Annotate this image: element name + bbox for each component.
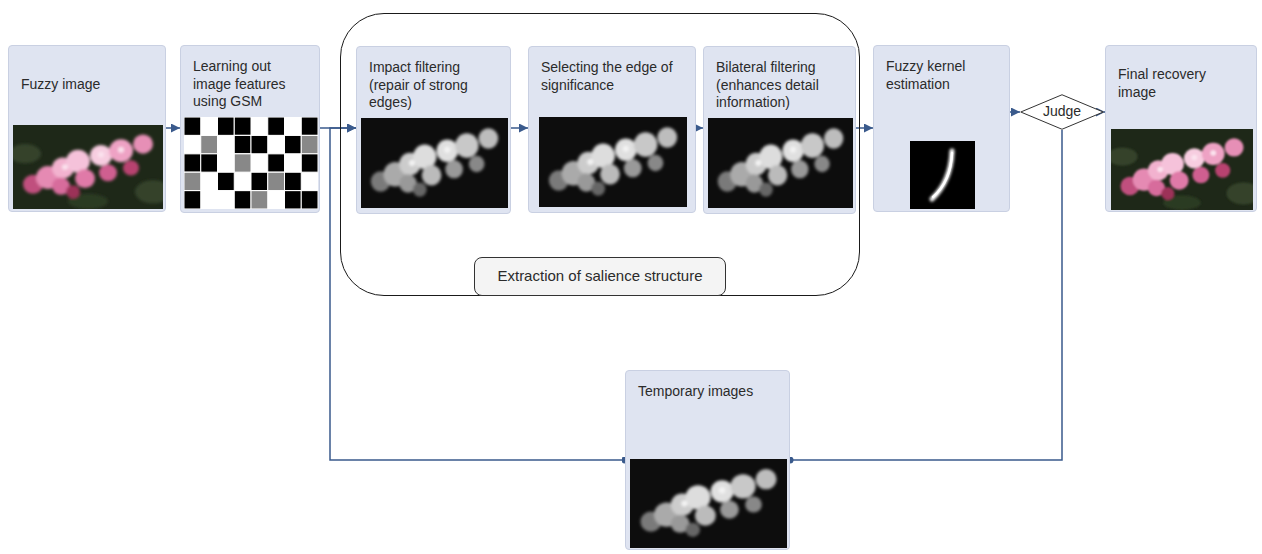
feature-patches [184,117,318,209]
box-label: Fuzzy image [9,76,165,94]
process-box: Learning out image features using GSM [180,45,320,213]
gray-photo [708,118,853,208]
process-box: Bilateral filtering (enhances detail inf… [703,46,856,214]
restored-photo [1111,129,1253,210]
group-outline: Extraction of salience structure Impact f… [340,13,860,296]
output-box: Final recovery image [1105,45,1257,212]
flow-arrow [166,127,180,129]
group-label: Extraction of salience structure [474,257,725,296]
gray-photo [630,459,787,548]
input-box: Fuzzy image [8,45,166,212]
flow-arrow [1010,111,1020,113]
box-label: Final recovery image [1106,66,1256,101]
kernel-image [910,141,975,209]
process-box: Impact filtering (repair of strong edges… [356,46,511,214]
flow-arrow [511,127,528,129]
box-label: Learning out image features using GSM [181,58,319,111]
blurred-photo [13,125,163,209]
decision-diamond: Judge [1020,94,1104,130]
temp-box: Temporary images [625,370,790,550]
diamond-outline [1021,95,1104,130]
box-label: Fuzzy kernel estimation [874,58,1009,93]
flow-arrow [856,127,873,129]
box-label: Selecting the edge of significance [529,59,695,94]
process-box: Selecting the edge of significance [528,46,696,213]
flow-arrow [696,127,703,129]
gray-photo [539,117,687,207]
gray-photo [361,118,508,208]
decision-label: Judge [1043,103,1081,121]
box-label: Temporary images [626,383,789,401]
process-box: Fuzzy kernel estimation [873,45,1010,212]
box-label: Impact filtering (repair of strong edges… [357,59,510,112]
box-label: Bilateral filtering (enhances detail inf… [704,59,855,112]
